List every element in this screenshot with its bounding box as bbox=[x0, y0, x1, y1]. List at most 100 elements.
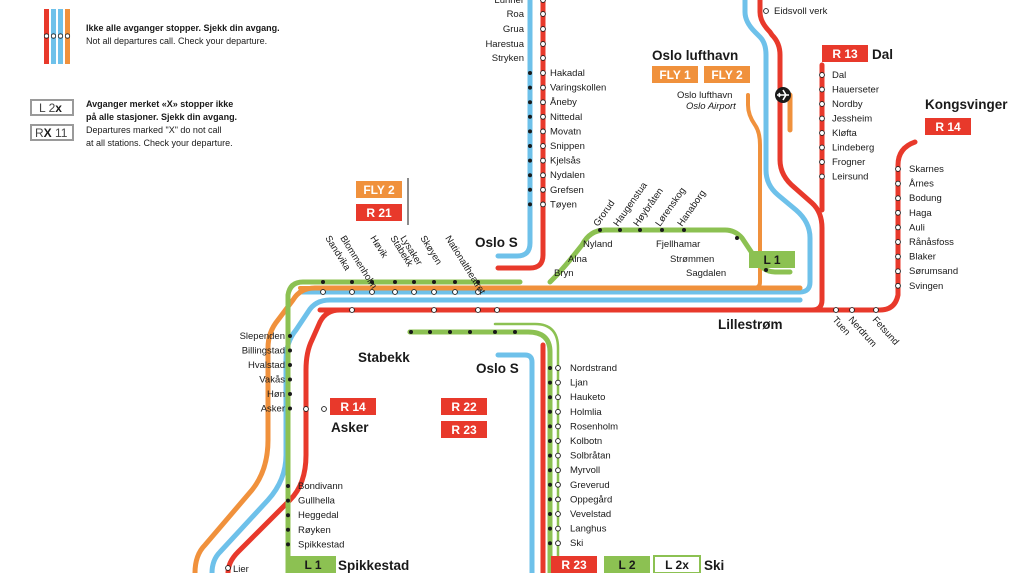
hub-dal: Dal bbox=[872, 47, 893, 62]
hub-oslo-s-bottom: Oslo S bbox=[476, 361, 519, 376]
dot-ski-7 bbox=[548, 468, 552, 473]
dot-asker-4 bbox=[288, 392, 292, 396]
dot-ski-12 bbox=[548, 541, 552, 546]
dot-kongsvinger-3 bbox=[895, 209, 901, 216]
dot-west-g-2 bbox=[370, 280, 374, 284]
line-airport-blue bbox=[297, 0, 813, 295]
line-l1-west bbox=[285, 279, 523, 573]
svg-text:FLY 2: FLY 2 bbox=[711, 68, 743, 82]
dot-asker-2 bbox=[288, 363, 292, 367]
dot-ski2-0 bbox=[555, 365, 561, 371]
dot-spikkestad-0 bbox=[286, 484, 290, 488]
dot-asker-red2 bbox=[321, 406, 327, 412]
dot-ski2-9 bbox=[555, 496, 561, 503]
line-north-red bbox=[495, 0, 546, 271]
station-dots bbox=[225, 0, 901, 571]
line-dal-red bbox=[317, 0, 825, 313]
station-grorud-0: Hakadal bbox=[550, 68, 585, 79]
badge-r14-kongsvinger: R 14 bbox=[925, 118, 971, 135]
dot-grorud-3 bbox=[528, 114, 532, 119]
svg-text:RX 11: RX 11 bbox=[35, 126, 68, 140]
badge-l2x-ski: L 2x bbox=[653, 555, 701, 573]
dot-west-g-3 bbox=[393, 280, 397, 284]
station-dal-0: Dal bbox=[832, 70, 846, 81]
line-west-red bbox=[225, 307, 833, 573]
dot-diag-2 bbox=[638, 228, 642, 232]
dot-west-o-1 bbox=[349, 289, 355, 295]
station-spikkestad-4: Spikkestad bbox=[298, 539, 344, 550]
svg-text:L 2: L 2 bbox=[618, 558, 635, 572]
dot-stabekk-5 bbox=[513, 330, 517, 334]
station-kongsvinger-1: Årnes bbox=[909, 179, 934, 190]
dot-ski2-10 bbox=[555, 511, 561, 517]
dot-kongsvinger-2 bbox=[895, 195, 901, 202]
station-spikkestad-1: Gullhella bbox=[298, 496, 336, 507]
airport-name: Oslo lufthavn bbox=[677, 90, 732, 101]
dot-west-r-0 bbox=[349, 307, 355, 313]
dot-west-o-4 bbox=[411, 289, 417, 295]
dot-ski-8 bbox=[548, 482, 552, 487]
dot-grorud-r-5 bbox=[540, 143, 546, 149]
dot-west-r-2 bbox=[475, 307, 481, 313]
dot-west-g-4 bbox=[412, 280, 416, 284]
station-grorud-2: Åneby bbox=[550, 97, 577, 108]
dot-diag-1 bbox=[618, 228, 622, 232]
station-ski-3: Holmlia bbox=[570, 407, 602, 418]
dot-ski2-5 bbox=[555, 438, 561, 444]
dot-ski2-3 bbox=[555, 408, 561, 415]
dot-north-3 bbox=[540, 41, 546, 47]
legend-skip-icon bbox=[43, 9, 71, 64]
station-kongsvinger-4: Auli bbox=[909, 222, 925, 233]
dot-stabekk-4 bbox=[493, 330, 497, 334]
dot-ski-1 bbox=[548, 380, 552, 385]
badge-fly1: FLY 1 bbox=[652, 66, 698, 83]
station-lier: Lier bbox=[233, 564, 249, 573]
dot-asker-1 bbox=[288, 348, 292, 353]
dot-ski2-6 bbox=[555, 452, 561, 459]
station-grorud-3: Nittedal bbox=[550, 112, 582, 123]
dot-kongsvinger-4 bbox=[895, 224, 901, 231]
station-ski-0: Nordstrand bbox=[570, 363, 617, 374]
dot-west-g-1 bbox=[350, 280, 354, 284]
station-kongsvinger-5: Rånåsfoss bbox=[909, 237, 954, 248]
station-north-4: Stryken bbox=[492, 53, 524, 64]
badge-fly2-airport: FLY 2 bbox=[704, 66, 750, 83]
svg-text:R 13: R 13 bbox=[832, 47, 858, 61]
dot-dal-6 bbox=[819, 159, 825, 165]
station-dal-3: Jessheim bbox=[832, 114, 872, 125]
dot-dal-5 bbox=[819, 144, 825, 151]
dot-kongsvinger-0 bbox=[895, 166, 901, 172]
dot-spikkestad-3 bbox=[286, 527, 290, 532]
station-asker-2: Hvalstad bbox=[248, 360, 285, 371]
svg-text:R 21: R 21 bbox=[366, 206, 392, 220]
legend: Ikke alle avganger stopper. Sjekk din av… bbox=[30, 9, 280, 148]
station-grorud-5: Snippen bbox=[550, 141, 585, 152]
dot-grorud-9 bbox=[528, 202, 532, 207]
dot-ski-11 bbox=[548, 526, 552, 531]
dot-ski-6 bbox=[548, 453, 552, 458]
dot-kongsvinger-1 bbox=[895, 180, 901, 187]
dot-ski2-1 bbox=[555, 379, 561, 386]
station-ski-8: Greverud bbox=[570, 480, 610, 491]
station-dal-6: Frogner bbox=[832, 157, 865, 168]
dot-asker-0 bbox=[288, 334, 292, 338]
dot-stabekk-0 bbox=[409, 330, 413, 334]
station-l1-0: Nyland bbox=[583, 239, 613, 250]
hub-asker: Asker bbox=[331, 420, 369, 435]
dot-dal-0 bbox=[819, 72, 825, 78]
hub-stabekk: Stabekk bbox=[358, 350, 410, 365]
station-north-3: Harestua bbox=[485, 39, 524, 50]
dot-west-g-0 bbox=[321, 280, 325, 284]
badge-r21: R 21 bbox=[356, 204, 402, 221]
dot-ski2-2 bbox=[555, 394, 561, 401]
dot-west-o-3 bbox=[392, 289, 398, 295]
legend-skip-en: Not all departures call. Check your depa… bbox=[86, 36, 267, 46]
dot-dal-7 bbox=[819, 173, 825, 180]
svg-text:R 14: R 14 bbox=[340, 400, 366, 414]
dot-ski-3 bbox=[548, 409, 552, 414]
dot-kongsvinger-7 bbox=[895, 268, 901, 275]
dot-dal-3 bbox=[819, 115, 825, 122]
dot-grorud-r-2 bbox=[540, 99, 546, 106]
station-ski-11: Langhus bbox=[570, 524, 607, 535]
station-grorud-4: Movatn bbox=[550, 126, 581, 137]
